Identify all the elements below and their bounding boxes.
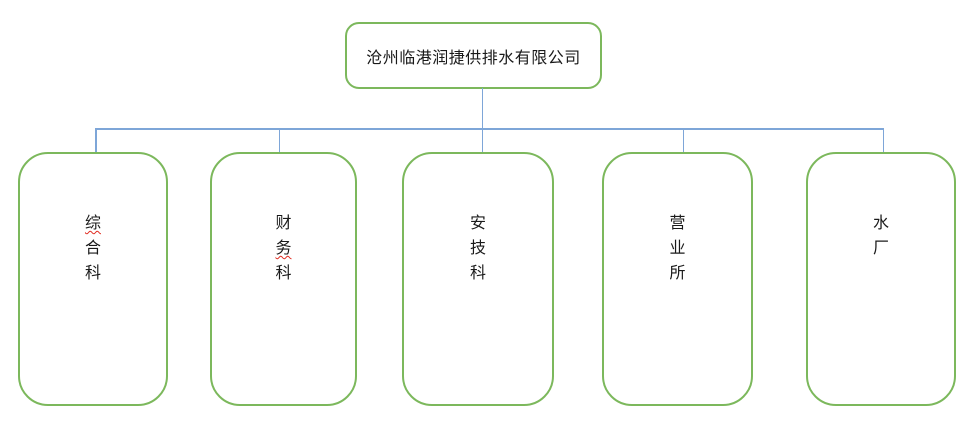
dept-char: 所 (669, 263, 686, 282)
dept-label-water-plant: 水 厂 (808, 210, 954, 260)
connector-stub-business-office (682, 128, 684, 153)
connector-root-drop-line (481, 88, 483, 129)
connector-stub-water-plant (882, 128, 884, 153)
dept-char: 水 (872, 213, 889, 232)
dept-label-safety-tech: 安 技 科 (404, 210, 552, 285)
dept-char: 营 (669, 213, 686, 232)
dept-char: 业 (669, 238, 686, 257)
dept-char: 厂 (872, 238, 889, 257)
connector-stub-safety-tech (481, 128, 483, 153)
dept-char: 技 (469, 238, 486, 257)
dept-box-safety-tech: 安 技 科 (402, 152, 554, 406)
dept-char: 财 (275, 213, 292, 232)
connector-stub-finance (278, 128, 280, 153)
dept-box-water-plant: 水 厂 (806, 152, 956, 406)
dept-char: 务 (275, 238, 292, 257)
dept-label-finance: 财 务 科 (212, 210, 355, 285)
dept-label-general-affairs: 综 合 科 (20, 210, 166, 285)
connector-stub-general-affairs (95, 128, 97, 153)
dept-char: 科 (469, 263, 486, 282)
root-company-label: 沧州临港润捷供排水有限公司 (366, 47, 581, 67)
dept-label-business-office: 营 业 所 (604, 210, 751, 285)
dept-char: 科 (84, 263, 101, 282)
dept-box-finance: 财 务 科 (210, 152, 357, 406)
dept-box-general-affairs: 综 合 科 (18, 152, 168, 406)
connector-horizontal-rail (95, 128, 884, 130)
dept-box-business-office: 营 业 所 (602, 152, 753, 406)
root-company-box: 沧州临港润捷供排水有限公司 (345, 22, 602, 89)
dept-char: 安 (469, 213, 486, 232)
dept-char: 综 (84, 213, 101, 232)
dept-char: 合 (84, 238, 101, 257)
dept-char: 科 (275, 263, 292, 282)
